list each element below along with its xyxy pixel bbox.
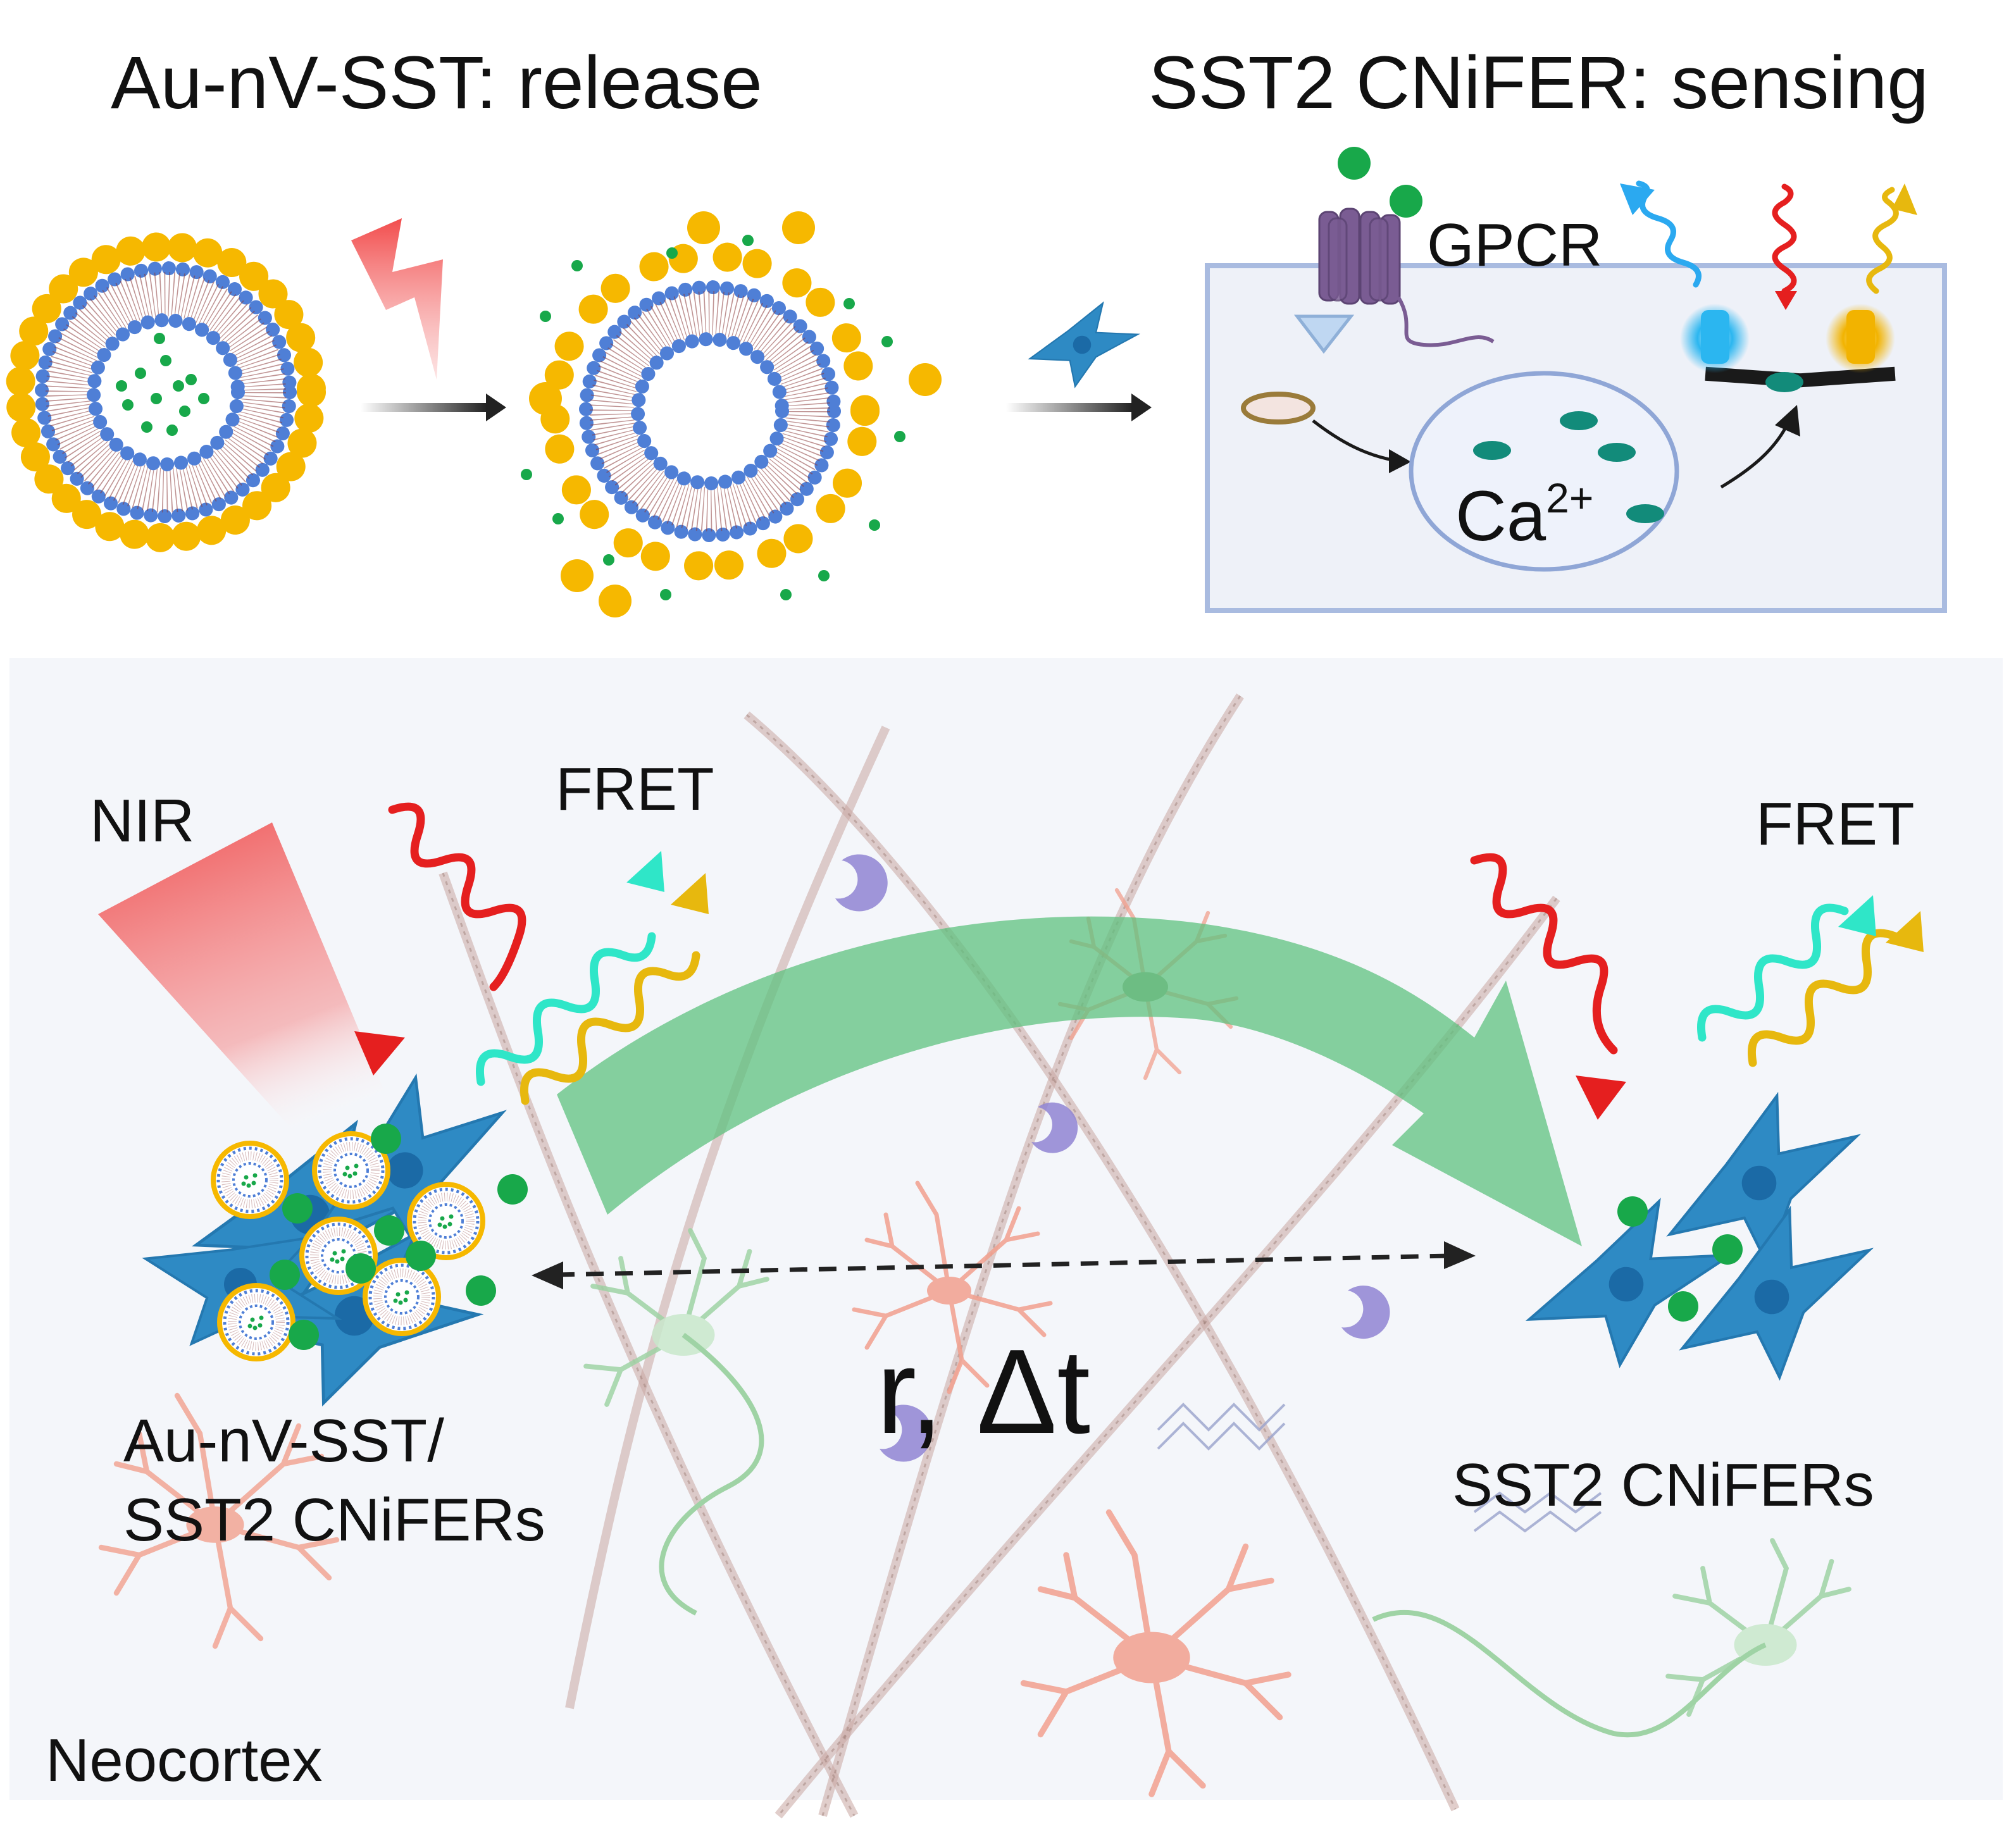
fret-label-right: FRET (1756, 790, 1915, 858)
g-protein-triangle (1293, 314, 1355, 354)
fret-emission-left (476, 932, 700, 1105)
microglia-shapes (835, 854, 1390, 1462)
released-peptides (270, 1124, 528, 1350)
fret-label-left: FRET (556, 755, 714, 823)
release-title: Au-nV-SST: release (111, 41, 762, 125)
calcium-label: Ca2+ (1455, 477, 1593, 552)
process-arrow-2 (1006, 394, 1152, 421)
excitation-wave-right (1470, 853, 1626, 1120)
gpcr-receptor (1318, 147, 1495, 347)
laser-bolt-icon (351, 218, 443, 380)
nir-beam (98, 822, 418, 1170)
target-peptides (1617, 1196, 1743, 1322)
distance-time-label: r, Δt (876, 1325, 1091, 1459)
source-label-line2: SST2 CNiFERs (123, 1486, 545, 1554)
calcium-charge: 2+ (1546, 474, 1594, 521)
calcium-store (1409, 371, 1679, 572)
nir-label: NIR (90, 787, 195, 855)
signal-arrow-out (1720, 423, 1789, 489)
fret-emission-right (1697, 903, 1900, 1067)
process-arrow-1 (361, 394, 506, 421)
sensing-title: SST2 CNiFER: sensing (1148, 41, 1929, 125)
cnifer-cell-icon (1029, 302, 1139, 388)
target-label: SST2 CNiFERs (1452, 1451, 1874, 1519)
diffusion-flow-arrow (557, 916, 1582, 1246)
excitation-wave-left (354, 802, 526, 1075)
calcium-symbol: Ca (1455, 476, 1546, 555)
fret-sensor (1680, 304, 1896, 392)
intact-gold-liposome (6, 232, 326, 552)
calcium-ions (1473, 411, 1664, 523)
effector-oval (1241, 392, 1316, 425)
distance-arrow (532, 1241, 1476, 1289)
signal-arrow-in (1312, 419, 1396, 462)
gpcr-label: GPCR (1427, 211, 1603, 279)
source-label-line1: Au-nV-SST/ (123, 1407, 444, 1475)
neocortex-label: Neocortex (46, 1726, 323, 1794)
disrupted-liposome (521, 211, 942, 617)
